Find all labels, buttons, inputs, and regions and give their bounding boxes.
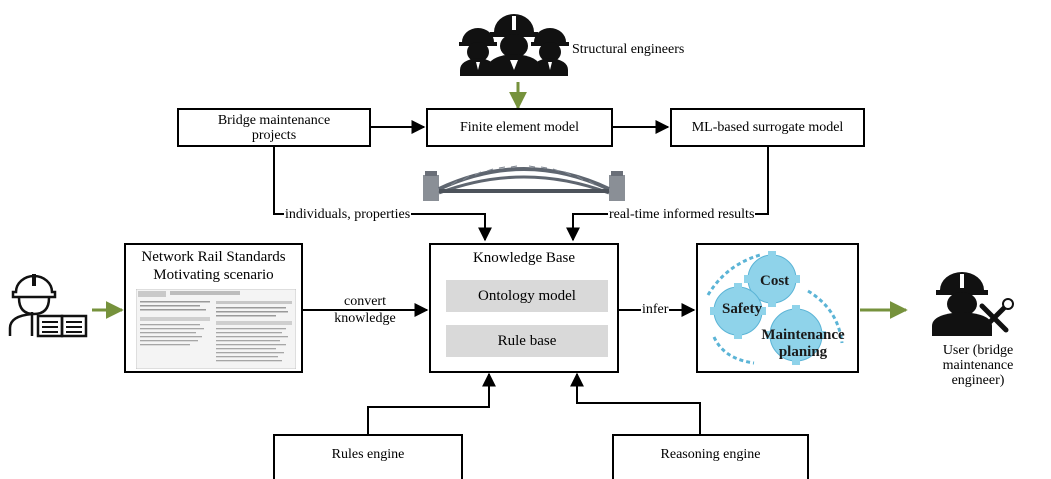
surrogate-model-label: ML-based surrogate model [691, 119, 844, 135]
maintenance-line1: Maintenance [761, 327, 845, 343]
user-engineer-icon [932, 272, 1014, 336]
bridge-projects-line2: projects [251, 127, 297, 143]
outcome-box[interactable]: Cost Safety Maintenance planing [696, 243, 859, 373]
user-label: User (bridge maintenance engineer) [908, 343, 1048, 388]
rule-base-label: Rule base [497, 332, 557, 349]
rules-engine-label: Rules engine [331, 446, 405, 462]
standards-title: Network Rail Standards [141, 249, 286, 265]
bridge-projects-box[interactable]: Bridge maintenance projects [177, 108, 371, 147]
arrow-rules-kb [367, 372, 496, 434]
cost-label: Cost [760, 273, 790, 289]
bridge-projects-line1: Bridge maintenance [217, 112, 331, 128]
knowledge-base-title: Knowledge Base [472, 250, 576, 266]
finite-element-box[interactable]: Finite element model [426, 108, 613, 147]
engineers-label: Structural engineers [572, 42, 685, 57]
convert-line2: knowledge [334, 311, 396, 326]
knowledge-base-box[interactable]: Knowledge Base Ontology model Rule base [429, 243, 619, 373]
surrogate-model-box[interactable]: ML-based surrogate model [670, 108, 865, 147]
document-preview-icon [136, 289, 296, 369]
finite-element-label: Finite element model [460, 119, 579, 135]
arrow-reasoning-kb [570, 372, 701, 434]
standards-box[interactable]: Network Rail Standards Motivating scenar… [124, 243, 303, 373]
rule-base-box[interactable]: Rule base [446, 325, 608, 357]
user-line1: User (bridge maintenance [942, 343, 1014, 373]
rules-engine-box[interactable]: Rules engine [273, 434, 463, 479]
safety-label: Safety [722, 301, 762, 317]
individuals-properties-label: individuals, properties [284, 207, 412, 223]
ontology-model-box[interactable]: Ontology model [446, 280, 608, 312]
convert-line1: convert [344, 294, 386, 309]
realtime-results-label: real-time informed results [608, 207, 756, 223]
convert-knowledge-label: convert knowledge [325, 293, 405, 327]
gears-icon [706, 251, 844, 365]
user-line2: engineer) [951, 373, 1005, 388]
maintenance-line2: planing [778, 344, 828, 360]
bridge-icon [423, 165, 625, 201]
engineers-group-icon [459, 14, 569, 76]
maintenance-label: Maintenance planing [758, 327, 848, 361]
infer-label: infer [641, 302, 670, 318]
ontology-model-label: Ontology model [478, 287, 576, 304]
reader-engineer-icon [8, 274, 88, 338]
standards-subtitle: Motivating scenario [153, 267, 274, 283]
reasoning-engine-label: Reasoning engine [660, 446, 761, 462]
reasoning-engine-box[interactable]: Reasoning engine [612, 434, 809, 479]
